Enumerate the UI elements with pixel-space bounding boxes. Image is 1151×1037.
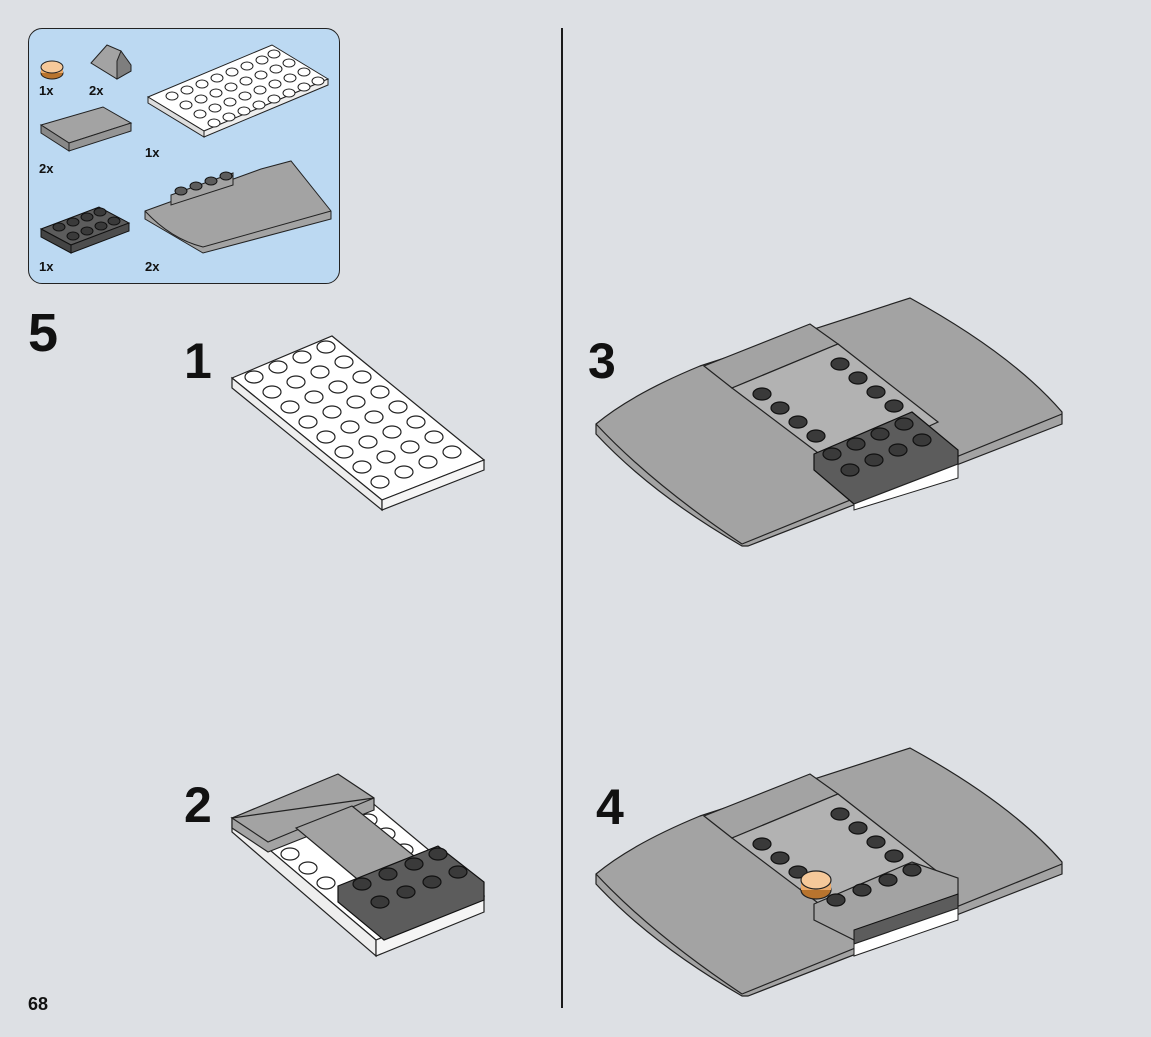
- dark-brick-icon: [37, 199, 133, 255]
- part-qty: 2x: [89, 83, 103, 98]
- tan-round-tile: [801, 871, 831, 899]
- curved-slope-icon: [141, 149, 335, 257]
- part-qty: 2x: [145, 259, 159, 274]
- part-qty: 1x: [39, 259, 53, 274]
- white-plate-icon: [144, 39, 334, 139]
- step3-assembly: [592, 294, 1064, 560]
- sub-step-number: 1: [184, 336, 212, 386]
- step4-assembly: [592, 744, 1064, 1008]
- part-qty: 2x: [39, 161, 53, 176]
- parts-list-box: 1x 2x 1x 2x 1x: [28, 28, 340, 284]
- sub-step-number: 2: [184, 780, 212, 830]
- step2-assembly: [228, 770, 490, 962]
- column-divider: [561, 28, 563, 1008]
- main-step-number: 5: [28, 306, 58, 360]
- slope-brick-icon: [87, 41, 137, 81]
- round-tile-icon: [39, 59, 69, 81]
- step1-white-plate: [228, 330, 490, 514]
- part-qty: 1x: [39, 83, 53, 98]
- page-number: 68: [28, 994, 48, 1015]
- gray-tile-icon: [37, 103, 137, 159]
